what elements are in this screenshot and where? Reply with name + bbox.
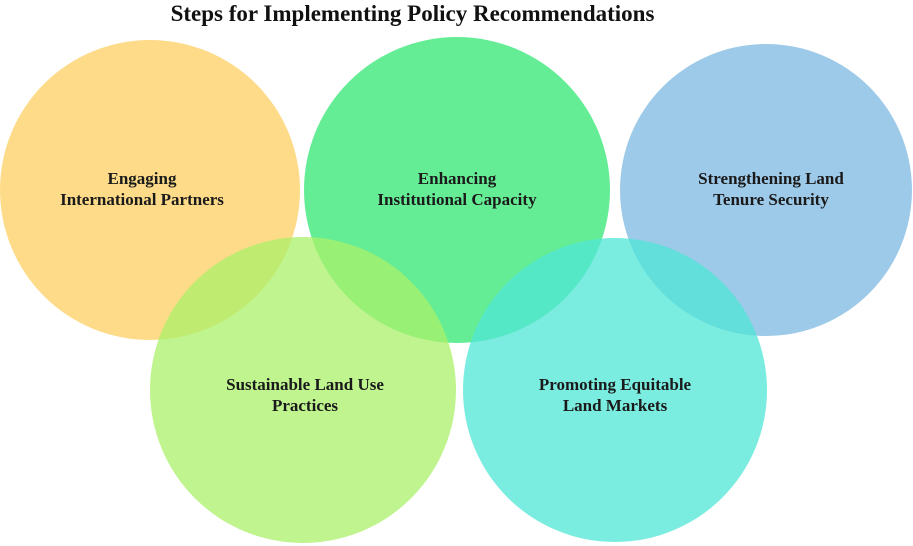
- label-strengthening-line2: Tenure Security: [713, 190, 829, 209]
- label-engaging-line2: International Partners: [60, 190, 224, 209]
- label-sustainable-line2: Practices: [271, 396, 339, 415]
- label-strengthening-line1: Strengthening Land: [698, 169, 844, 188]
- circle-sustainable: [150, 237, 456, 543]
- label-strengthening: Strengthening Land Tenure Security: [651, 168, 891, 210]
- label-sustainable-line1: Sustainable Land Use: [226, 375, 384, 394]
- label-promoting-line2: Land Markets: [562, 396, 668, 415]
- diagram-title: Steps for Implementing Policy Recommenda…: [170, 1, 655, 26]
- label-sustainable: Sustainable Land Use Practices: [185, 374, 425, 416]
- label-promoting-line1: Promoting Equitable: [538, 375, 692, 394]
- label-enhancing-line2: Institutional Capacity: [377, 190, 537, 209]
- label-engaging: Engaging International Partners: [22, 168, 262, 210]
- label-promoting: Promoting Equitable Land Markets: [495, 374, 735, 416]
- label-enhancing-line1: Enhancing: [417, 169, 497, 188]
- circle-promoting: [463, 238, 767, 542]
- label-engaging-line1: Engaging: [107, 169, 177, 188]
- label-enhancing: Enhancing Institutional Capacity: [337, 168, 577, 210]
